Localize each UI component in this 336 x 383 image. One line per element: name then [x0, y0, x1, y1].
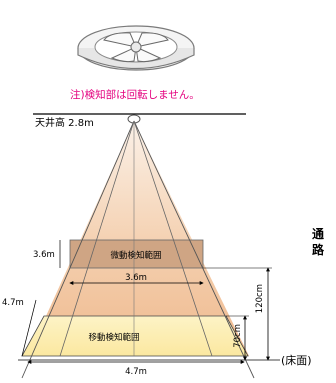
micro-depth-label: 3.6m [33, 250, 55, 260]
movement-detection-zone [21, 315, 249, 357]
sensor-device-icon [77, 25, 195, 71]
floor-label: (床面) [281, 353, 312, 367]
movement-depth-label: 4.7m [2, 298, 24, 308]
micro-zone-label: 微動検知範囲 [110, 250, 161, 261]
ceiling-height-label: 天井高 2.8m [35, 116, 94, 129]
side-label-top: 通 [312, 226, 324, 241]
rotation-note: 注)検知部は回転しません。 [70, 88, 200, 101]
side-label-bottom: 路 [312, 242, 325, 257]
height-120-label: 120cm [255, 284, 265, 313]
cone-inner-left [59, 120, 135, 357]
movement-depth-line [21, 299, 37, 357]
detection-cone [28, 121, 249, 356]
micro-width-label: 3.6m [125, 273, 147, 283]
cone-inner-right [133, 120, 213, 357]
movement-zone-label: 移動検知範囲 [88, 332, 139, 343]
height-70-label: 70cm [233, 324, 243, 348]
movement-width-label: 4.7m [125, 367, 147, 377]
cone-edge-left [21, 120, 135, 379]
cone-edge-right [133, 120, 255, 379]
